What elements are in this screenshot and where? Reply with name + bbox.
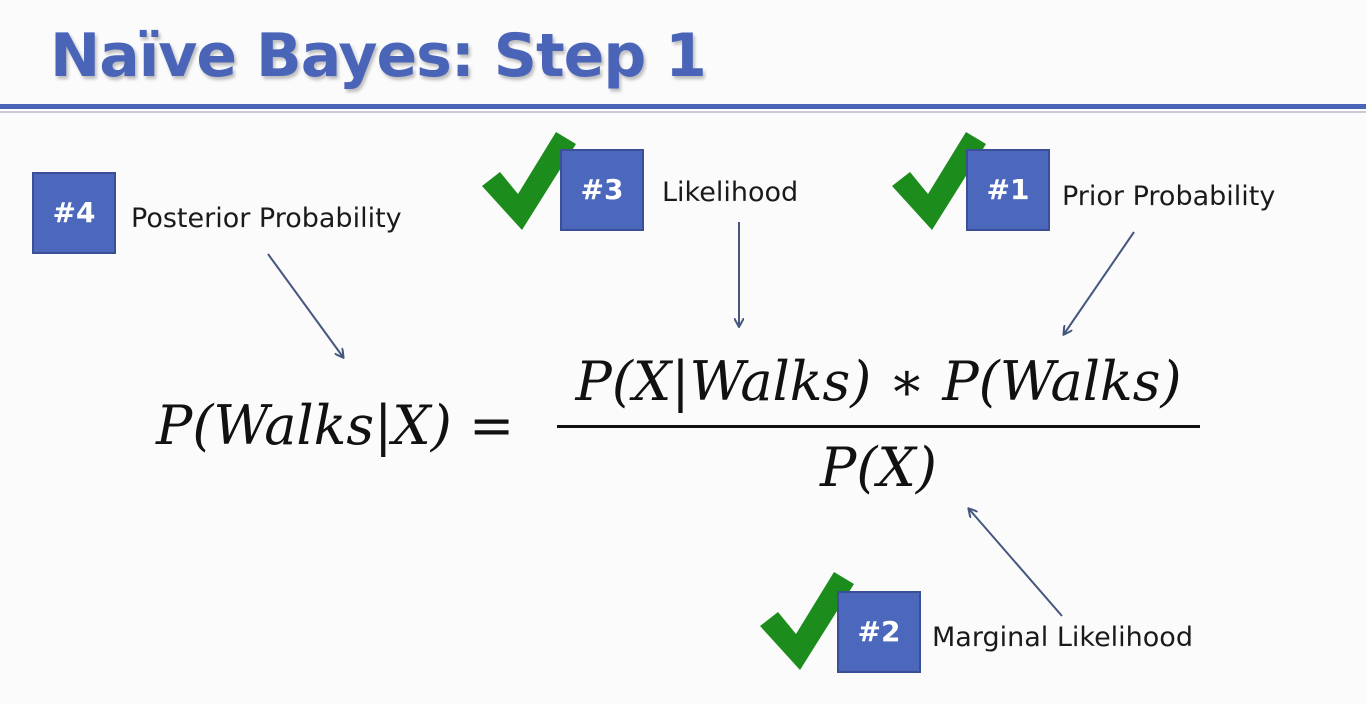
- label-likelihood: Likelihood: [662, 177, 799, 208]
- fraction-bar: [557, 425, 1200, 428]
- label-marginal-likelihood: Marginal Likelihood: [932, 622, 1193, 653]
- label-posterior-probability: Posterior Probability: [131, 203, 402, 234]
- arrow-prior: [1064, 231, 1135, 334]
- badge-2: #2: [837, 591, 921, 673]
- slide-title: Naïve Bayes: Step 1: [50, 21, 707, 91]
- formula-numerator: P(X|Walks) ∗ P(Walks): [575, 350, 1182, 413]
- badge-4: #4: [32, 172, 116, 254]
- checkmark-icon-prior: [892, 132, 986, 230]
- formula-lhs: P(Walks|X) =: [156, 394, 515, 457]
- label-prior-probability: Prior Probability: [1062, 181, 1276, 212]
- arrow-posterior: [267, 253, 343, 357]
- badge-3: #3: [560, 149, 644, 231]
- badge-1: #1: [966, 149, 1050, 231]
- arrow-marginal: [969, 509, 1063, 617]
- checkmark-icon-likelihood: [482, 132, 576, 230]
- checkmark-icon-marginal: [760, 572, 854, 670]
- formula-denominator: P(X): [820, 436, 937, 499]
- title-divider: [0, 104, 1366, 111]
